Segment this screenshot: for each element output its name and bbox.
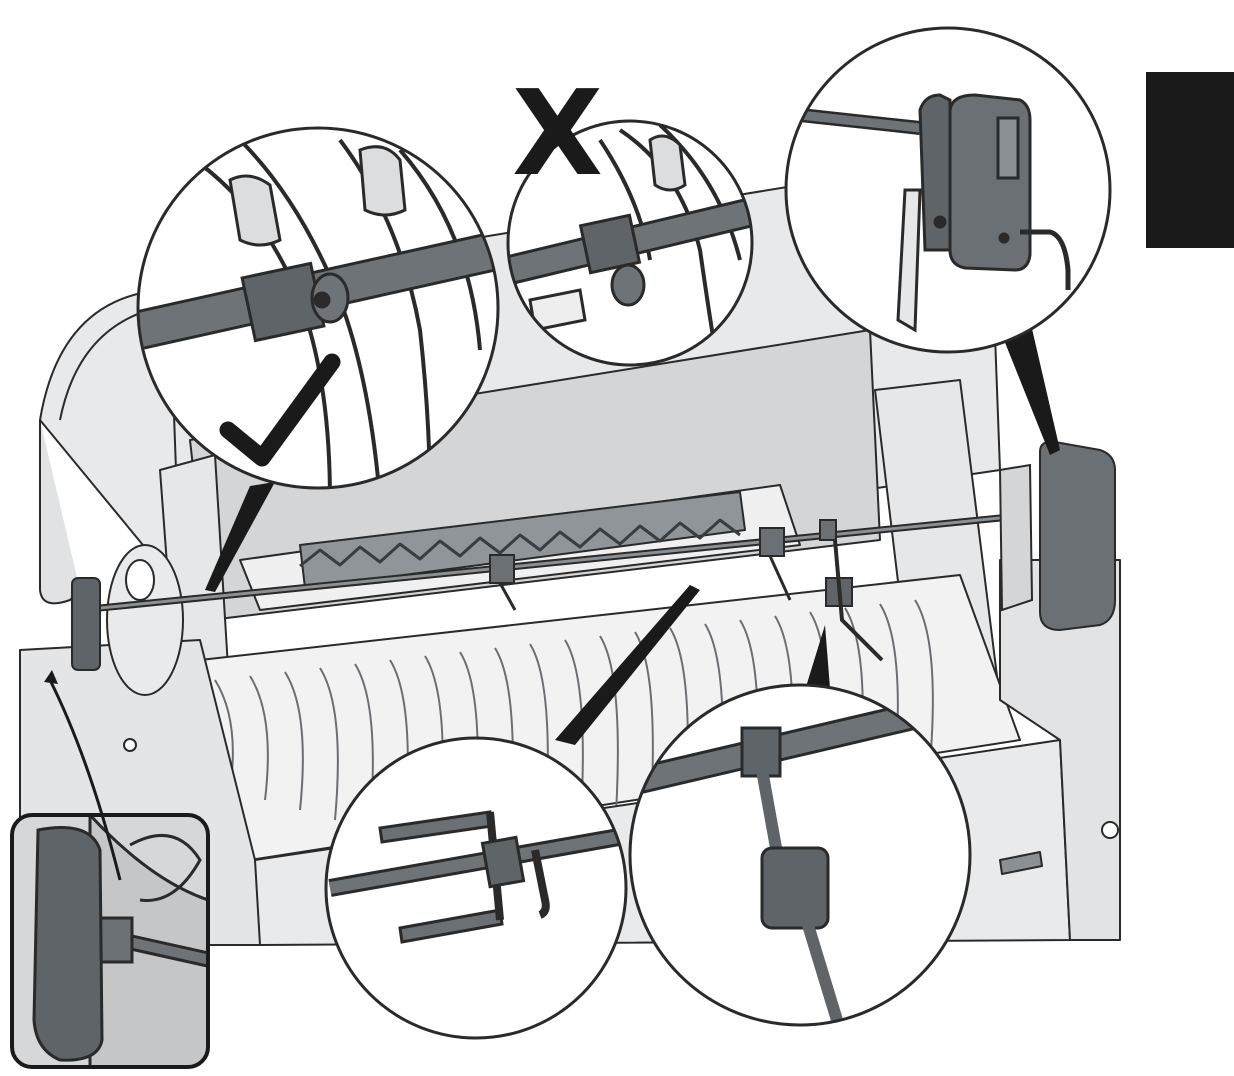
incorrect-mark: X	[512, 64, 603, 202]
front-knob-right	[1101, 821, 1119, 839]
section-tab	[1146, 72, 1234, 248]
spit-assembly	[71, 440, 1116, 671]
handle-detail-inset	[10, 813, 210, 1069]
infrared-burner	[299, 491, 746, 589]
spit-fork-left	[489, 554, 515, 584]
right-shelf	[999, 559, 1121, 941]
lid-left-edge	[39, 420, 81, 605]
callout-pointers	[205, 320, 1060, 745]
counterbalance-detail-callout	[628, 683, 972, 1027]
spit-handle	[71, 577, 101, 671]
motor-detail-callout	[784, 26, 1112, 354]
brand-badge	[999, 851, 1043, 875]
spit-fork-right	[759, 527, 785, 557]
fork-detail-callout	[324, 736, 628, 1040]
check-mark-icon	[219, 353, 341, 467]
correct-detail-callout	[136, 126, 500, 490]
counterbalance-mount	[819, 519, 837, 541]
inset-pointer-arrow	[48, 679, 122, 881]
front-knob-left	[123, 738, 137, 752]
rotisserie-motor	[1039, 440, 1116, 632]
